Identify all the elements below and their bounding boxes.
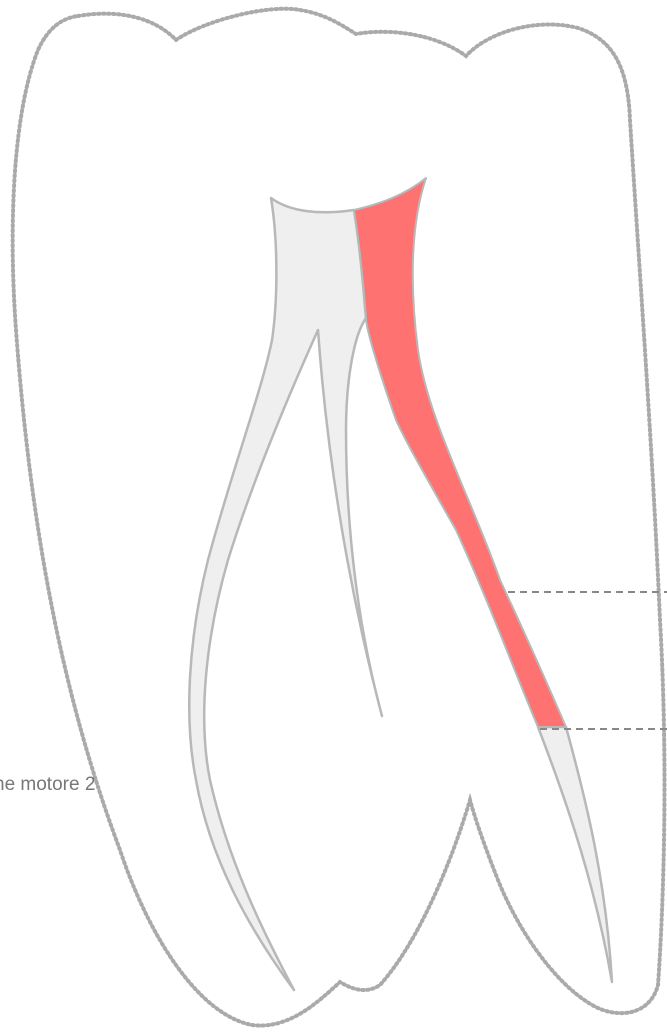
file-label: ne motore 2 <box>0 774 95 796</box>
highlighted-canal-segment <box>354 178 566 727</box>
canal-apical-segment <box>538 727 612 982</box>
pulp-canal-system <box>189 198 382 990</box>
